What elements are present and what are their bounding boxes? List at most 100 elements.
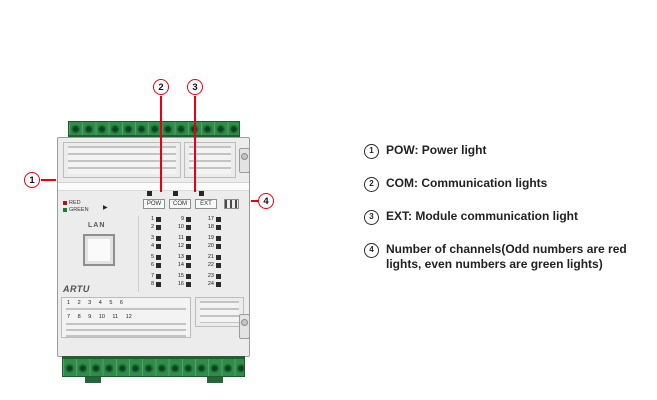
channel-led-icon: [186, 254, 191, 260]
channel-led-icon: [156, 254, 161, 260]
legend-text-ext: EXT: Module communication light: [386, 209, 578, 223]
indicator-com: COM: [169, 191, 191, 209]
side-connector-bottom: [239, 314, 250, 339]
channel-number: 12: [177, 243, 184, 249]
channel-led-icon: [216, 262, 221, 268]
led-color-key: RED GREEN: [63, 200, 89, 214]
legend-item-ext: 3 EXT: Module communication light: [364, 209, 656, 225]
spec-table-top-left: [63, 142, 181, 178]
green-led-icon: [63, 207, 67, 212]
callout-line-1: [41, 179, 56, 181]
channel-number: 6: [150, 262, 154, 268]
channel-led-icon: [216, 273, 221, 279]
text-line-placeholder: [66, 323, 186, 337]
channel-number: 13: [177, 254, 184, 260]
ext-led-icon: [199, 191, 204, 196]
channel-led-icon: [156, 216, 161, 222]
legend-circle-2: 2: [364, 177, 379, 192]
callout-circle-3: 3: [187, 79, 203, 95]
channel-led-icon: [156, 243, 161, 249]
channel-number: 19: [207, 235, 214, 241]
channel-led-icon: [156, 224, 161, 230]
channel-led-icon: [216, 281, 221, 287]
channel-led-icon: [216, 243, 221, 249]
indicator-ext: EXT: [195, 191, 217, 209]
dip-numbers-row2: 7 8 9 10 11 12: [67, 314, 132, 320]
channel-number: 7: [150, 273, 154, 279]
callout-line-3: [194, 96, 196, 192]
channel-number: 11: [178, 235, 184, 241]
channel-number: 23: [207, 273, 214, 279]
channel-led-icon: [156, 281, 161, 287]
channel-number: 10: [177, 224, 184, 230]
channel-number: 2: [150, 224, 154, 230]
channel-led-icon: [216, 254, 221, 260]
channel-number: 20: [207, 243, 214, 249]
mount-foot: [207, 377, 223, 383]
channel-led-icon: [186, 273, 191, 279]
io-port-icon: [224, 199, 239, 209]
spec-table-top-right: [184, 142, 236, 178]
mount-foot: [85, 377, 101, 383]
callout-line-4: [251, 200, 258, 202]
callout-circle-4: 4: [258, 193, 274, 209]
com-led-icon: [173, 191, 178, 196]
panel-divider: [138, 216, 139, 292]
brand-text: ARTU: [63, 284, 90, 294]
channel-number: 1: [150, 216, 154, 222]
dip-table: 1 2 3 4 5 6 7 8 9 10 11 12: [61, 297, 191, 338]
legend-circle-3: 3: [364, 210, 379, 225]
channel-led-icon: [216, 216, 221, 222]
channel-number: 14: [177, 262, 184, 268]
legend-item-pow: 1 POW: Power light: [364, 143, 656, 159]
legend-text-channels: Number of channels(Odd numbers are red l…: [386, 242, 627, 271]
channel-number: 4: [150, 243, 154, 249]
legend-text-pow: POW: Power light: [386, 143, 487, 157]
legend-circle-4: 4: [364, 243, 379, 258]
green-led-key-label: GREEN: [69, 207, 89, 213]
legend-text-com: COM: Communication lights: [386, 176, 548, 190]
channel-led-icon: [156, 235, 161, 241]
channel-number: 24: [207, 281, 214, 287]
channel-led-icon: [186, 235, 191, 241]
legend-circle-1: 1: [364, 144, 379, 159]
dip-numbers-row1: 1 2 3 4 5 6: [67, 300, 123, 306]
channel-led-icon: [216, 235, 221, 241]
red-led-icon: [63, 200, 67, 205]
text-line-placeholder: [66, 308, 186, 312]
body-divider-stripe: [58, 182, 249, 191]
indicator-pow: POW: [143, 191, 165, 209]
callout-line-2: [160, 96, 162, 192]
channel-number: 15: [177, 273, 184, 279]
channel-number: 9: [180, 216, 184, 222]
pow-label: POW: [143, 199, 165, 209]
pow-led-icon: [147, 191, 152, 196]
connector-hole-icon: [241, 319, 248, 326]
channel-number: 22: [207, 262, 214, 268]
pointer-triangle-icon: ▶: [103, 205, 108, 211]
channel-led-icon: [186, 243, 191, 249]
baud-table: [195, 297, 244, 327]
channel-led-icon: [186, 224, 191, 230]
lan-label: LAN: [88, 222, 106, 229]
channel-number: 8: [150, 281, 154, 287]
channel-number: 17: [207, 216, 214, 222]
channel-number: 16: [177, 281, 184, 287]
red-led-key-label: RED: [69, 200, 81, 206]
ext-label: EXT: [195, 199, 217, 209]
